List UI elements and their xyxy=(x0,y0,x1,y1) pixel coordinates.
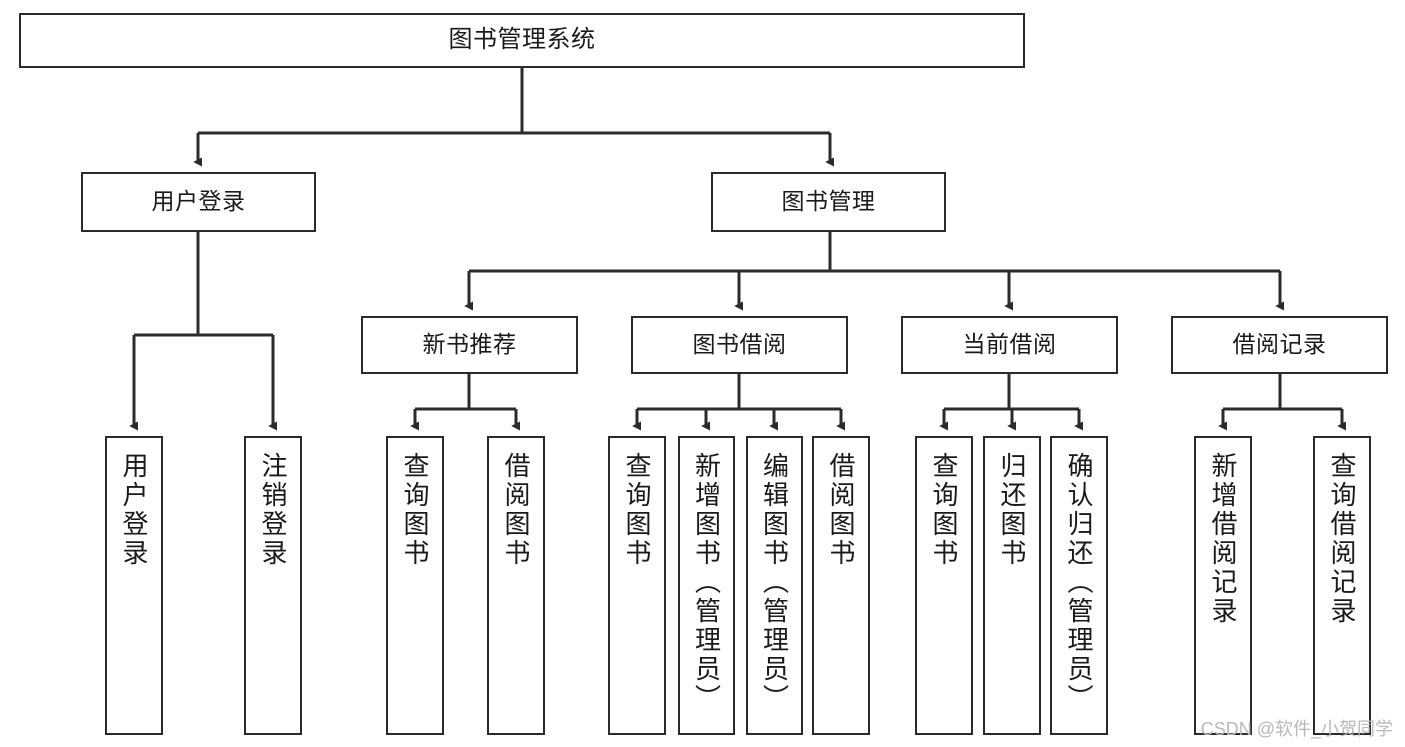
node-leaf-logout[interactable]: 注销登录 xyxy=(244,436,302,735)
node-leaf-borrow-book-2[interactable]: 借阅图书 xyxy=(812,436,870,735)
node-leaf-query-book-2-label: 查询图书 xyxy=(622,452,652,568)
node-leaf-confirm-return-label: 确认归还（管理员） xyxy=(1064,452,1094,713)
node-book-borrow[interactable]: 图书借阅 xyxy=(631,316,848,374)
node-current-borrow[interactable]: 当前借阅 xyxy=(901,316,1118,374)
node-user-login-label: 用户登录 xyxy=(151,188,246,215)
node-leaf-add-record[interactable]: 新增借阅记录 xyxy=(1194,436,1252,735)
node-leaf-add-book[interactable]: 新增图书（管理员） xyxy=(678,436,735,735)
node-leaf-query-book-2[interactable]: 查询图书 xyxy=(608,436,666,735)
node-book-borrow-label: 图书借阅 xyxy=(692,331,787,358)
node-leaf-borrow-book-1-label: 借阅图书 xyxy=(501,452,531,568)
node-leaf-user-login-label: 用户登录 xyxy=(119,452,149,568)
node-book-manage[interactable]: 图书管理 xyxy=(711,172,946,232)
node-leaf-query-book-1[interactable]: 查询图书 xyxy=(386,436,444,735)
node-leaf-add-record-label: 新增借阅记录 xyxy=(1208,452,1238,626)
node-root[interactable]: 图书管理系统 xyxy=(19,13,1025,68)
node-leaf-borrow-book-2-label: 借阅图书 xyxy=(826,452,856,568)
node-leaf-return-book-label: 归还图书 xyxy=(997,452,1027,568)
node-leaf-confirm-return[interactable]: 确认归还（管理员） xyxy=(1050,436,1108,735)
node-leaf-query-book-3-label: 查询图书 xyxy=(929,452,959,568)
node-borrow-record[interactable]: 借阅记录 xyxy=(1171,316,1388,374)
node-leaf-query-book-1-label: 查询图书 xyxy=(400,452,430,568)
node-new-book-rec[interactable]: 新书推荐 xyxy=(361,316,578,374)
node-leaf-query-record[interactable]: 查询借阅记录 xyxy=(1313,436,1371,735)
node-leaf-edit-book-label: 编辑图书（管理员） xyxy=(759,452,790,713)
node-leaf-user-login[interactable]: 用户登录 xyxy=(105,436,163,735)
node-leaf-return-book[interactable]: 归还图书 xyxy=(983,436,1041,735)
node-current-borrow-label: 当前借阅 xyxy=(962,331,1057,358)
node-borrow-record-label: 借阅记录 xyxy=(1232,331,1327,358)
node-leaf-borrow-book-1[interactable]: 借阅图书 xyxy=(487,436,545,735)
node-leaf-logout-label: 注销登录 xyxy=(258,452,288,568)
node-leaf-edit-book[interactable]: 编辑图书（管理员） xyxy=(746,436,803,735)
node-new-book-rec-label: 新书推荐 xyxy=(422,331,517,358)
watermark: CSDN @软件_小贺同学 xyxy=(1200,719,1393,739)
node-leaf-query-record-label: 查询借阅记录 xyxy=(1327,452,1357,626)
node-leaf-add-book-label: 新增图书（管理员） xyxy=(691,452,722,713)
node-book-manage-label: 图书管理 xyxy=(781,188,876,215)
node-user-login[interactable]: 用户登录 xyxy=(81,172,316,232)
node-root-label: 图书管理系统 xyxy=(448,26,596,54)
node-leaf-query-book-3[interactable]: 查询图书 xyxy=(915,436,973,735)
